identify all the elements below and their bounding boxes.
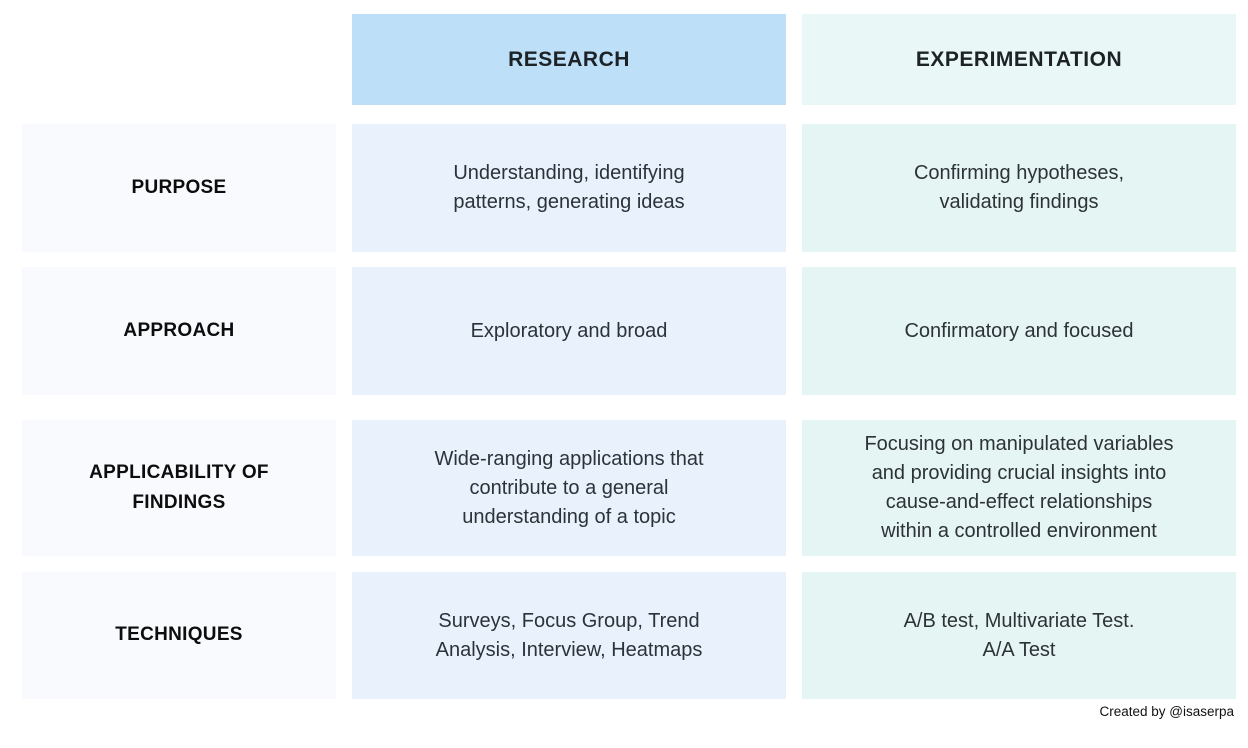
- research-column-header: RESEARCH: [352, 14, 786, 105]
- approach-experimentation-cell: Confirmatory and focused: [802, 267, 1236, 395]
- experimentation-column-header: EXPERIMENTATION: [802, 14, 1236, 105]
- applicability-experimentation-cell: Focusing on manipulated variables and pr…: [802, 420, 1236, 556]
- row-label-purpose: PURPOSE: [22, 124, 336, 252]
- credit-text: Created by @isaserpa: [1099, 704, 1234, 719]
- approach-research-cell: Exploratory and broad: [352, 267, 786, 395]
- techniques-research-cell: Surveys, Focus Group, Trend Analysis, In…: [352, 572, 786, 699]
- row-label-approach: APPROACH: [22, 267, 336, 395]
- purpose-research-cell: Understanding, identifying patterns, gen…: [352, 124, 786, 252]
- table-grid: RESEARCH EXPERIMENTATION PURPOSE Underst…: [22, 14, 1236, 699]
- row-label-applicability-of-findings: APPLICABILITY OF FINDINGS: [22, 420, 336, 556]
- purpose-experimentation-cell: Confirming hypotheses, validating findin…: [802, 124, 1236, 252]
- applicability-research-cell: Wide-ranging applications that contribut…: [352, 420, 786, 556]
- techniques-experimentation-cell: A/B test, Multivariate Test. A/A Test: [802, 572, 1236, 699]
- row-label-techniques: TECHNIQUES: [22, 572, 336, 699]
